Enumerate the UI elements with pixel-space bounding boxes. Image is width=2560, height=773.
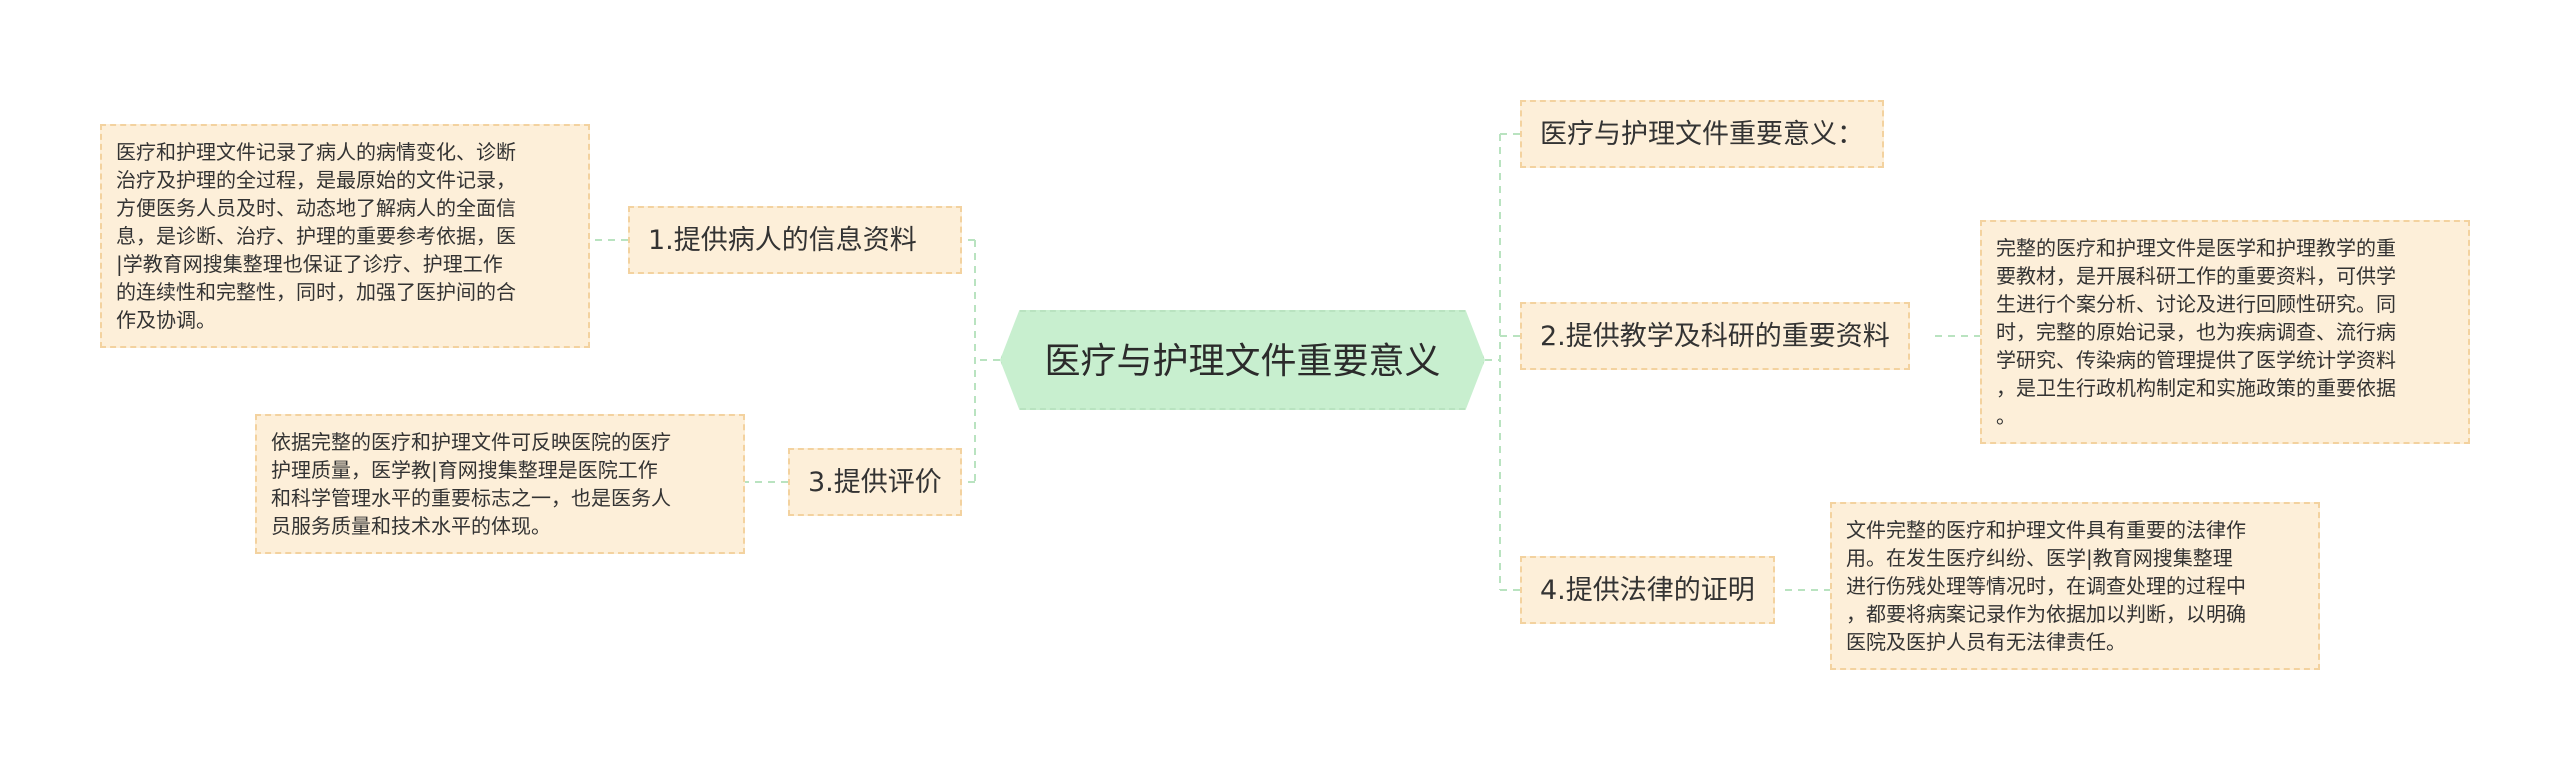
leaf-line: 生进行个案分析、讨论及进行回顾性研究。同 — [1996, 292, 2396, 316]
leaf-legal-proof: 文件完整的医疗和护理文件具有重要的法律作 用。在发生医疗纠纷、医学|教育网搜集整… — [1830, 502, 2320, 670]
leaf-patient-info: 医疗和护理文件记录了病人的病情变化、诊断 治疗及护理的全过程，是最原始的文件记录… — [100, 124, 590, 348]
leaf-line: 护理质量，医学教|育网搜集整理是医院工作 — [271, 458, 658, 482]
branch-intro-label: 医疗与护理文件重要意义： — [1540, 119, 1864, 150]
leaf-line: |学教育网搜集整理也保证了诊疗、护理工作 — [116, 252, 503, 276]
leaf-line: 时，完整的原始记录，也为疾病调查、流行病 — [1996, 320, 2396, 344]
leaf-line: 方便医务人员及时、动态地了解病人的全面信 — [116, 196, 516, 220]
leaf-evaluation: 依据完整的医疗和护理文件可反映医院的医疗 护理质量，医学教|育网搜集整理是医院工… — [255, 414, 745, 554]
branch-evaluation-label: 3.提供评价 — [808, 467, 942, 498]
central-topic-label: 医疗与护理文件重要意义 — [1044, 341, 1441, 382]
branch-teaching-research[interactable]: 2.提供教学及科研的重要资料 — [1520, 302, 1910, 370]
leaf-line: 息，是诊断、治疗、护理的重要参考依据，医 — [116, 224, 516, 248]
leaf-line: 员服务质量和技术水平的体现。 — [271, 514, 551, 538]
central-topic[interactable]: 医疗与护理文件重要意义 — [1000, 310, 1485, 410]
leaf-line: 治疗及护理的全过程，是最原始的文件记录， — [116, 168, 516, 192]
leaf-line: ，是卫生行政机构制定和实施政策的重要依据 — [1996, 376, 2396, 400]
branch-patient-info[interactable]: 1.提供病人的信息资料 — [628, 206, 962, 274]
branch-legal-proof[interactable]: 4.提供法律的证明 — [1520, 556, 1775, 624]
leaf-teaching-research: 完整的医疗和护理文件是医学和护理教学的重 要教材，是开展科研工作的重要资料，可供… — [1980, 220, 2470, 444]
leaf-line: 文件完整的医疗和护理文件具有重要的法律作 — [1846, 518, 2246, 542]
leaf-line: 依据完整的医疗和护理文件可反映医院的医疗 — [271, 430, 671, 454]
branch-intro[interactable]: 医疗与护理文件重要意义： — [1520, 100, 1884, 168]
leaf-line: 完整的医疗和护理文件是医学和护理教学的重 — [1996, 236, 2396, 260]
branch-legal-proof-label: 4.提供法律的证明 — [1540, 575, 1755, 606]
branch-evaluation[interactable]: 3.提供评价 — [788, 448, 962, 516]
leaf-line: 医院及医护人员有无法律责任。 — [1846, 630, 2126, 654]
leaf-line: 要教材，是开展科研工作的重要资料，可供学 — [1996, 264, 2396, 288]
leaf-line: 医疗和护理文件记录了病人的病情变化、诊断 — [116, 140, 516, 164]
leaf-line: 。 — [1996, 404, 2016, 428]
leaf-line: 和科学管理水平的重要标志之一，也是医务人 — [271, 486, 671, 510]
branch-teaching-research-label: 2.提供教学及科研的重要资料 — [1540, 321, 1890, 352]
leaf-line: 用。在发生医疗纠纷、医学|教育网搜集整理 — [1846, 546, 2233, 570]
leaf-line: 作及协调。 — [116, 308, 216, 332]
leaf-line: 学研究、传染病的管理提供了医学统计学资料 — [1996, 348, 2396, 372]
leaf-line: 进行伤残处理等情况时，在调查处理的过程中 — [1846, 574, 2246, 598]
leaf-line: ，都要将病案记录作为依据加以判断，以明确 — [1846, 602, 2246, 626]
branch-patient-info-label: 1.提供病人的信息资料 — [648, 225, 917, 256]
leaf-line: 的连续性和完整性，同时，加强了医护间的合 — [116, 280, 516, 304]
